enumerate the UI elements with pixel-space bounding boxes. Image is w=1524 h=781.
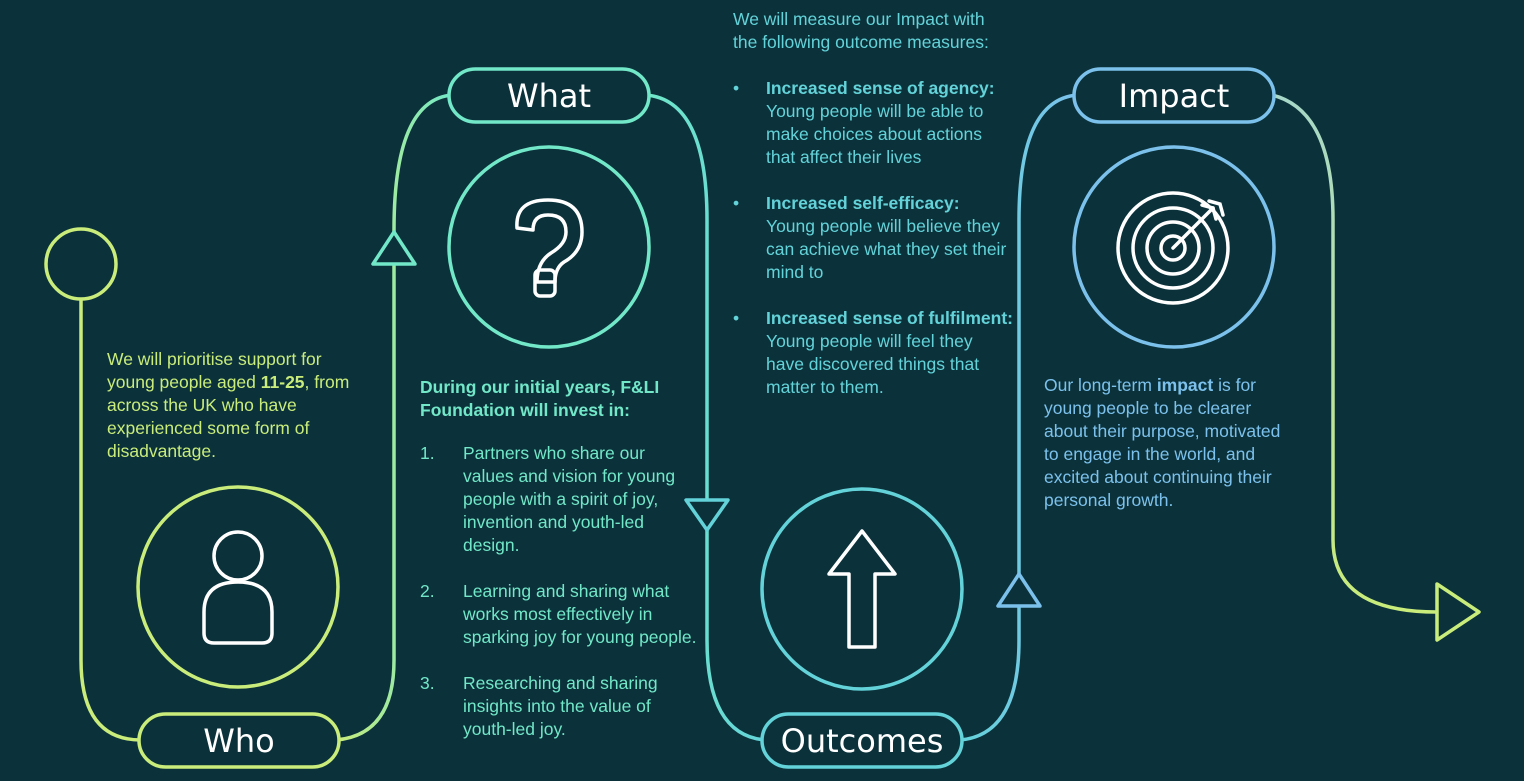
list-text: Partners who share our values and vision… [463,443,676,555]
path-who-to-what [335,93,453,742]
arrow-up-impact [996,572,1042,608]
list-item: • Increased sense of agency: Young people… [733,77,1013,169]
outcome-title: Increased sense of agency: [766,78,995,98]
person-icon [202,530,274,645]
outcome-text: Young people will feel they have discove… [766,331,980,397]
arrow-up-what [371,230,417,266]
pill-what-label: What [507,77,591,115]
who-text-part: We will prioritise support for young peo… [107,349,322,392]
what-list: 1. Partners who share our values and visi… [420,442,700,741]
pill-outcomes: Outcomes [760,712,964,769]
question-mark-icon [515,198,584,298]
bullet: • [733,193,740,213]
who-icon-circle [136,485,340,689]
impact-text-part: Our long-term [1044,375,1157,395]
outcome-title: Increased sense of fulfilment: [766,308,1014,328]
list-item: 3. Researching and sharing insights into … [420,672,700,741]
list-number: 1. [420,443,435,463]
arrow-right-end [1435,582,1481,642]
list-number: 3. [420,673,435,693]
pill-outcomes-label: Outcomes [781,722,944,760]
who-description: We will prioritise support for young peo… [107,348,367,463]
pill-impact-label: Impact [1119,77,1230,115]
what-intro: During our initial years, F&LI Foundatio… [420,377,660,420]
impact-description: Our long-term impact is for young people… [1044,374,1294,512]
outcomes-intro: We will measure our Impact with the foll… [733,9,989,52]
impact-icon-circle [1072,145,1276,349]
outcome-title: Increased self-efficacy: [766,193,960,213]
start-circle [44,227,118,301]
outcomes-icon-circle [760,487,964,691]
impact-text-part: is for young people to be clearer about … [1044,375,1281,510]
bullet: • [733,78,740,98]
pill-impact: Impact [1072,67,1276,124]
bullet: • [733,308,740,328]
target-icon [1116,191,1230,305]
what-description: During our initial years, F&LI Foundatio… [420,376,700,764]
list-number: 2. [420,581,435,601]
outcome-text: Young people will be able to make choice… [766,101,984,167]
list-item: • Increased sense of fulfilment: Young pe… [733,307,1013,399]
up-arrow-icon [827,529,897,649]
outcomes-description: We will measure our Impact with the foll… [733,8,1013,422]
path-outcomes-to-impact [959,93,1078,742]
path-what-to-outcomes [645,93,766,742]
list-text: Researching and sharing insights into th… [463,673,658,739]
outcomes-list: • Increased sense of agency: Young people… [733,77,1013,399]
outcome-text: Young people will believe they can achie… [766,216,1007,282]
pill-who: Who [137,712,341,769]
path-impact-end [1271,93,1438,614]
pill-what: What [447,67,651,124]
list-text: Learning and sharing what works most eff… [463,581,697,647]
list-item: 2. Learning and sharing what works most e… [420,580,700,649]
what-icon-circle [447,145,651,349]
path-who-start [79,300,142,742]
list-item: • Increased self-efficacy: Young people w… [733,192,1013,284]
arrow-down-outcomes [684,498,730,532]
who-age-range: 11-25 [260,372,305,392]
impact-keyword: impact [1156,375,1214,395]
who-text-part: , from across the UK who have experience… [107,372,350,461]
pill-who-label: Who [203,722,275,760]
list-item: 1. Partners who share our values and visi… [420,442,700,557]
